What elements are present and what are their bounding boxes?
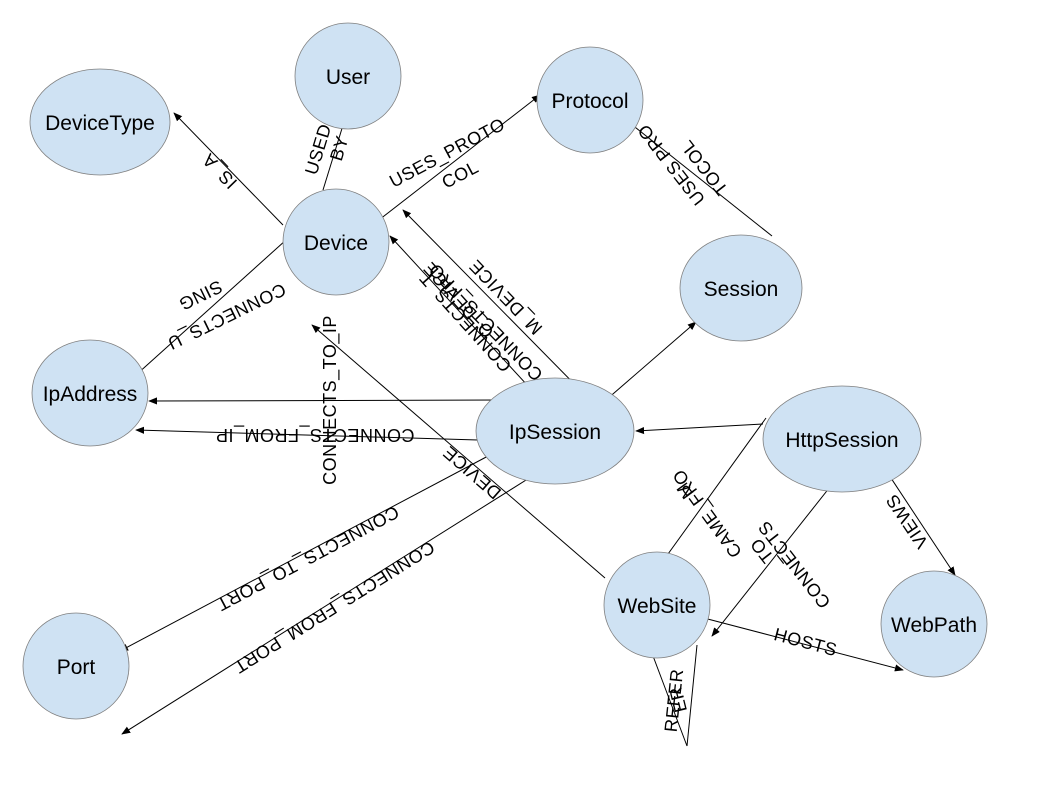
edge-http-connects-to bbox=[711, 467, 846, 637]
edge-views bbox=[882, 465, 956, 576]
node-httpsession-label: HttpSession bbox=[785, 429, 898, 452]
node-ipaddress[interactable]: IpAddress bbox=[31, 339, 149, 447]
label-is-a: IS_A bbox=[198, 149, 242, 193]
label-connects-from-ip: CONNECTS_FROM_IP bbox=[215, 424, 414, 445]
node-device[interactable]: Device bbox=[282, 188, 390, 296]
edge-hosts bbox=[699, 616, 904, 672]
node-website[interactable]: WebSite bbox=[603, 551, 711, 659]
node-httpsession[interactable]: HttpSession bbox=[762, 385, 922, 493]
label-hosts: HOSTS bbox=[772, 624, 839, 660]
edge-connects-to-port bbox=[119, 454, 491, 652]
node-session-label: Session bbox=[704, 278, 779, 301]
edge-connects-to-ip bbox=[148, 397, 501, 405]
node-webpath-label: WebPath bbox=[891, 614, 977, 637]
node-port-label: Port bbox=[57, 656, 96, 679]
label-connects-from-port: CONNECTS_FROM_PORT bbox=[230, 536, 438, 677]
label-connects-using-2: SING bbox=[176, 276, 226, 314]
edge-connects-from-ip bbox=[135, 426, 479, 441]
edge-connects-using bbox=[125, 239, 287, 385]
node-port[interactable]: Port bbox=[22, 612, 130, 720]
node-protocol-label: Protocol bbox=[551, 90, 628, 113]
edge-uses-protocol-session bbox=[615, 111, 773, 237]
node-device-label: Device bbox=[304, 232, 368, 255]
edge-referer bbox=[649, 644, 698, 747]
node-user[interactable]: User bbox=[294, 22, 402, 130]
node-ipsession-label: IpSession bbox=[509, 421, 601, 444]
edge-connects-to-device bbox=[389, 235, 541, 400]
edge-connects-from-port bbox=[121, 469, 543, 735]
label-connects-to-port: CONNECTS_TO_PORT bbox=[213, 501, 402, 615]
label-connects-using-1: CONNECTS_U bbox=[164, 278, 289, 353]
node-ipaddress-label: IpAddress bbox=[43, 383, 138, 406]
edge-is-a bbox=[173, 112, 284, 226]
edge-connects-from-device bbox=[402, 209, 596, 406]
node-protocol[interactable]: Protocol bbox=[536, 46, 644, 154]
node-devicetype-label: DeviceType bbox=[45, 112, 155, 135]
edge-came-from bbox=[649, 417, 767, 580]
label-connects-to-ip: CONNECTS_TO_IP bbox=[320, 315, 341, 485]
node-webpath[interactable]: WebPath bbox=[880, 570, 988, 678]
node-devicetype[interactable]: DeviceType bbox=[29, 68, 171, 176]
label-views: VIEWS bbox=[882, 491, 932, 552]
node-user-label: User bbox=[326, 66, 370, 89]
node-website-label: WebSite bbox=[618, 595, 697, 618]
label-came-from-1: CAME_FRO bbox=[668, 465, 746, 561]
node-session[interactable]: Session bbox=[679, 234, 803, 342]
edge-ipsession-session bbox=[605, 321, 697, 401]
node-ipsession[interactable]: IpSession bbox=[475, 377, 635, 485]
edge-http-ipsession bbox=[635, 423, 764, 435]
edge-uses-protocol-device bbox=[365, 94, 541, 231]
edge-device bbox=[311, 324, 606, 579]
